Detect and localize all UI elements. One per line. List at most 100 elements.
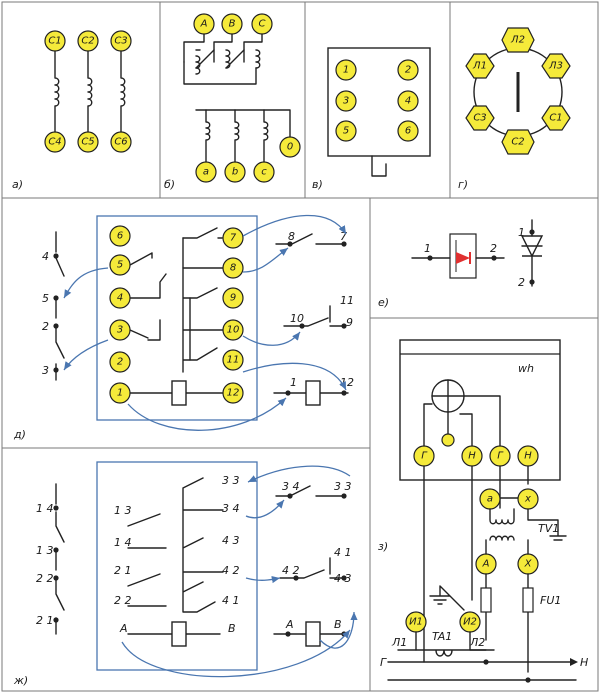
svg-text:11: 11 <box>227 355 240 366</box>
svg-text:Г: Г <box>421 451 428 462</box>
panel-b-label: б) <box>164 178 175 191</box>
svg-text:2 1: 2 1 <box>36 614 54 627</box>
svg-text:Н: Н <box>580 656 588 669</box>
svg-text:4 2: 4 2 <box>222 564 240 577</box>
svg-text:1 4: 1 4 <box>36 502 54 515</box>
svg-text:4: 4 <box>42 250 49 263</box>
d-term-9: 9 <box>222 287 244 309</box>
svg-text:Л1: Л1 <box>472 61 487 72</box>
svg-text:3: 3 <box>117 325 123 336</box>
svg-text:7: 7 <box>340 230 347 243</box>
svg-text:Г: Г <box>380 656 387 669</box>
svg-text:C: C <box>259 19 266 30</box>
svg-text:A: A <box>200 19 208 30</box>
svg-text:И1: И1 <box>409 617 423 628</box>
svg-text:11: 11 <box>340 294 354 307</box>
svg-text:9: 9 <box>346 316 353 329</box>
tv1-term-x: x <box>517 488 539 510</box>
svg-text:5: 5 <box>42 292 49 305</box>
svg-text:2: 2 <box>518 276 525 289</box>
svg-text:Л1: Л1 <box>391 636 407 649</box>
svg-text:С1: С1 <box>549 113 562 124</box>
panel-zh-label: ж) <box>13 674 28 687</box>
terminal-A: A <box>193 13 215 35</box>
fu1-label: FU1 <box>540 594 561 607</box>
svg-text:C1: C1 <box>48 36 61 47</box>
d-term-11: 11 <box>222 349 244 371</box>
d-term-2: 2 <box>109 351 131 373</box>
svg-text:C2: C2 <box>81 36 94 47</box>
svg-text:12: 12 <box>227 388 240 399</box>
svg-text:8: 8 <box>288 230 295 243</box>
terminal-c3: C3 <box>110 30 132 52</box>
svg-text:3 4: 3 4 <box>222 502 240 515</box>
svg-text:Н: Н <box>468 451 476 462</box>
svg-text:A: A <box>119 622 128 635</box>
terminal-c4: C4 <box>44 131 66 153</box>
svg-text:A: A <box>482 559 490 570</box>
panel-a: C1 C2 C3 C4 C5 C6 а) <box>12 30 132 191</box>
ta1-term-i2: И2 <box>459 611 481 633</box>
svg-text:1: 1 <box>424 242 431 255</box>
svg-text:И2: И2 <box>463 617 477 628</box>
svg-text:Г: Г <box>497 451 504 462</box>
svg-text:Л2: Л2 <box>510 35 525 46</box>
terminal-c2: C2 <box>77 30 99 52</box>
terminal-v-2: 2 <box>397 59 419 81</box>
terminal-b: b <box>224 161 246 183</box>
terminal-v-6: 6 <box>397 120 419 142</box>
terminal-v-1: 1 <box>335 59 357 81</box>
panel-z-label: з) <box>378 540 388 553</box>
terminal-g-c1: С1 <box>541 105 571 131</box>
d-term-12: 12 <box>222 382 244 404</box>
svg-text:B: B <box>334 618 342 631</box>
d-term-4: 4 <box>109 287 131 309</box>
svg-text:1 4: 1 4 <box>114 536 132 549</box>
terminal-a: a <box>195 161 217 183</box>
svg-text:4: 4 <box>405 96 411 107</box>
svg-text:8: 8 <box>230 263 236 274</box>
svg-text:9: 9 <box>230 293 236 304</box>
svg-text:A: A <box>285 618 294 631</box>
terminal-C: C <box>251 13 273 35</box>
panel-e-label: е) <box>378 296 389 309</box>
svg-text:c: c <box>261 167 267 178</box>
d-term-6: 6 <box>109 225 131 247</box>
svg-text:4 3: 4 3 <box>334 572 352 585</box>
d-term-1: 1 <box>109 382 131 404</box>
svg-text:4 1: 4 1 <box>222 594 240 607</box>
svg-text:2: 2 <box>42 320 49 333</box>
fu1-term-A: A <box>475 553 497 575</box>
ta1-term-i1: И1 <box>405 611 427 633</box>
svg-text:5: 5 <box>117 260 123 271</box>
panel-e: 1 2 1 2 е) <box>378 219 544 309</box>
svg-text:b: b <box>232 167 238 178</box>
terminal-g-l2: Л2 <box>501 27 535 53</box>
terminal-B: B <box>221 13 243 35</box>
svg-text:2 2: 2 2 <box>36 572 54 585</box>
svg-text:B: B <box>229 19 236 30</box>
terminal-g-c3: С3 <box>465 105 495 131</box>
meter-label: wh <box>518 362 534 375</box>
panel-g-label: г) <box>458 178 468 191</box>
terminal-c6: C6 <box>110 131 132 153</box>
panel-b: A B C a b c 0 б) <box>164 13 301 191</box>
svg-text:3: 3 <box>343 96 349 107</box>
svg-text:1 3: 1 3 <box>36 544 54 557</box>
z-term-g1: Г <box>413 445 435 467</box>
svg-text:2: 2 <box>117 357 123 368</box>
d-term-8: 8 <box>222 257 244 279</box>
terminal-v-3: 3 <box>335 90 357 112</box>
svg-text:X: X <box>524 559 533 570</box>
terminal-v-5: 5 <box>335 120 357 142</box>
svg-text:4: 4 <box>117 293 123 304</box>
terminal-g-l1: Л1 <box>465 53 495 79</box>
panel-v-label: в) <box>312 178 323 191</box>
terminal-v-4: 4 <box>397 90 419 112</box>
terminal-c5: C5 <box>77 131 99 153</box>
svg-text:1: 1 <box>290 376 297 389</box>
svg-text:a: a <box>203 167 209 178</box>
svg-text:C5: C5 <box>81 137 94 148</box>
svg-text:0: 0 <box>287 142 293 153</box>
